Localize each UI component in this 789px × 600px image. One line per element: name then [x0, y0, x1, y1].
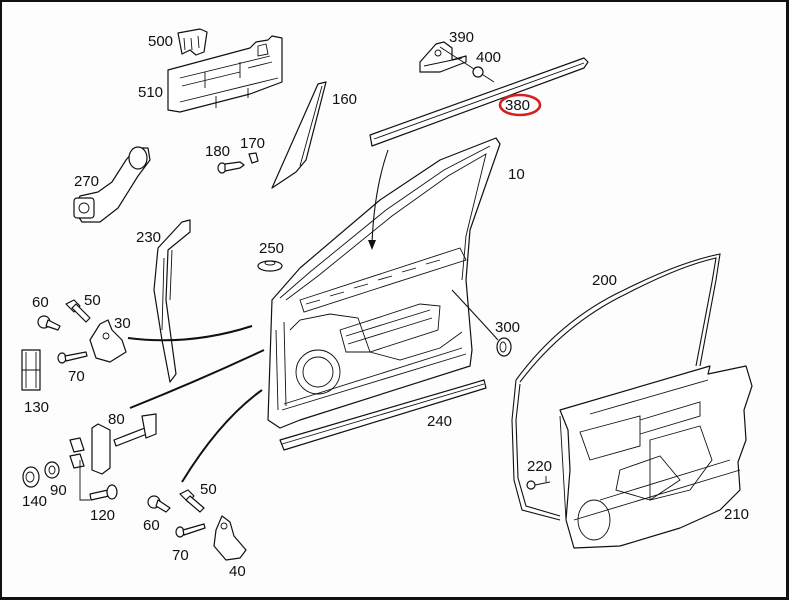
part-hinge-plate[interactable]	[69, 437, 85, 469]
label-230[interactable]: 230	[136, 229, 161, 246]
label-240[interactable]: 240	[427, 413, 452, 430]
part-90-nut[interactable]	[44, 461, 60, 479]
part-510-panel[interactable]	[167, 35, 283, 113]
label-140[interactable]: 140	[22, 493, 47, 510]
label-200[interactable]: 200	[592, 272, 617, 289]
label-30[interactable]: 30	[114, 315, 131, 332]
label-80[interactable]: 80	[108, 411, 125, 428]
part-400-clip[interactable]	[439, 46, 495, 83]
part-130-stop-block[interactable]	[21, 349, 41, 391]
label-270[interactable]: 270	[74, 173, 99, 190]
part-40-hinge-bracket[interactable]	[213, 515, 247, 561]
part-160-trim[interactable]	[271, 81, 327, 189]
label-220[interactable]: 220	[527, 458, 552, 475]
label-60-upper[interactable]: 60	[32, 294, 49, 311]
part-220-clip[interactable]	[526, 476, 551, 490]
part-210-inner-panel[interactable]	[559, 365, 753, 549]
part-70-screw-upper[interactable]	[57, 351, 88, 364]
label-50-lower[interactable]: 50	[200, 481, 217, 498]
label-40[interactable]: 40	[229, 563, 246, 580]
part-390-bracket[interactable]	[419, 41, 467, 73]
label-300[interactable]: 300	[495, 319, 520, 336]
part-500-clip[interactable]	[177, 28, 208, 56]
leader-30	[127, 325, 253, 342]
highlight-380-ellipse	[498, 93, 542, 117]
part-170-clip[interactable]	[248, 152, 259, 164]
label-250[interactable]: 250	[259, 240, 284, 257]
part-230-pillar[interactable]	[153, 219, 191, 383]
label-10[interactable]: 10	[508, 166, 525, 183]
part-30-hinge-bracket[interactable]	[89, 319, 127, 363]
label-390[interactable]: 390	[449, 29, 474, 46]
part-50-screw-upper[interactable]	[65, 299, 91, 323]
label-70-upper[interactable]: 70	[68, 368, 85, 385]
leader-300	[451, 289, 499, 341]
part-60-screw-lower[interactable]	[147, 495, 171, 513]
label-50-upper[interactable]: 50	[84, 292, 101, 309]
label-120[interactable]: 120	[90, 507, 115, 524]
label-400[interactable]: 400	[476, 49, 501, 66]
label-170[interactable]: 170	[240, 135, 265, 152]
part-300-plug[interactable]	[496, 337, 512, 357]
label-90[interactable]: 90	[50, 482, 67, 499]
part-200-weatherstrip[interactable]	[511, 253, 721, 521]
part-60-screw-upper[interactable]	[37, 315, 61, 331]
label-210[interactable]: 210	[724, 506, 749, 523]
label-60-lower[interactable]: 60	[143, 517, 160, 534]
label-510[interactable]: 510	[138, 84, 163, 101]
part-270-duct[interactable]	[73, 146, 151, 223]
leader-80	[129, 349, 265, 409]
part-180-screw[interactable]	[217, 161, 245, 174]
part-240-sill-strip[interactable]	[279, 379, 487, 451]
part-120-bolt[interactable]	[79, 460, 118, 501]
arrow-head-icon	[368, 240, 376, 250]
part-80-door-check[interactable]	[91, 413, 157, 475]
label-160[interactable]: 160	[332, 91, 357, 108]
label-70-lower[interactable]: 70	[172, 547, 189, 564]
part-50-screw-lower[interactable]	[179, 489, 205, 513]
part-250-grommet[interactable]	[257, 260, 283, 272]
label-180[interactable]: 180	[205, 143, 230, 160]
part-140-nut[interactable]	[22, 466, 40, 488]
part-70-screw-lower[interactable]	[175, 523, 206, 538]
label-130[interactable]: 130	[24, 399, 49, 416]
leader-lower-bracket	[181, 389, 263, 483]
label-500[interactable]: 500	[148, 33, 173, 50]
part-10-door-shell[interactable]	[267, 137, 501, 429]
leader-380-arrow	[371, 149, 389, 245]
part-380-molding[interactable]	[369, 57, 589, 147]
label-380[interactable]: 380	[505, 97, 530, 114]
